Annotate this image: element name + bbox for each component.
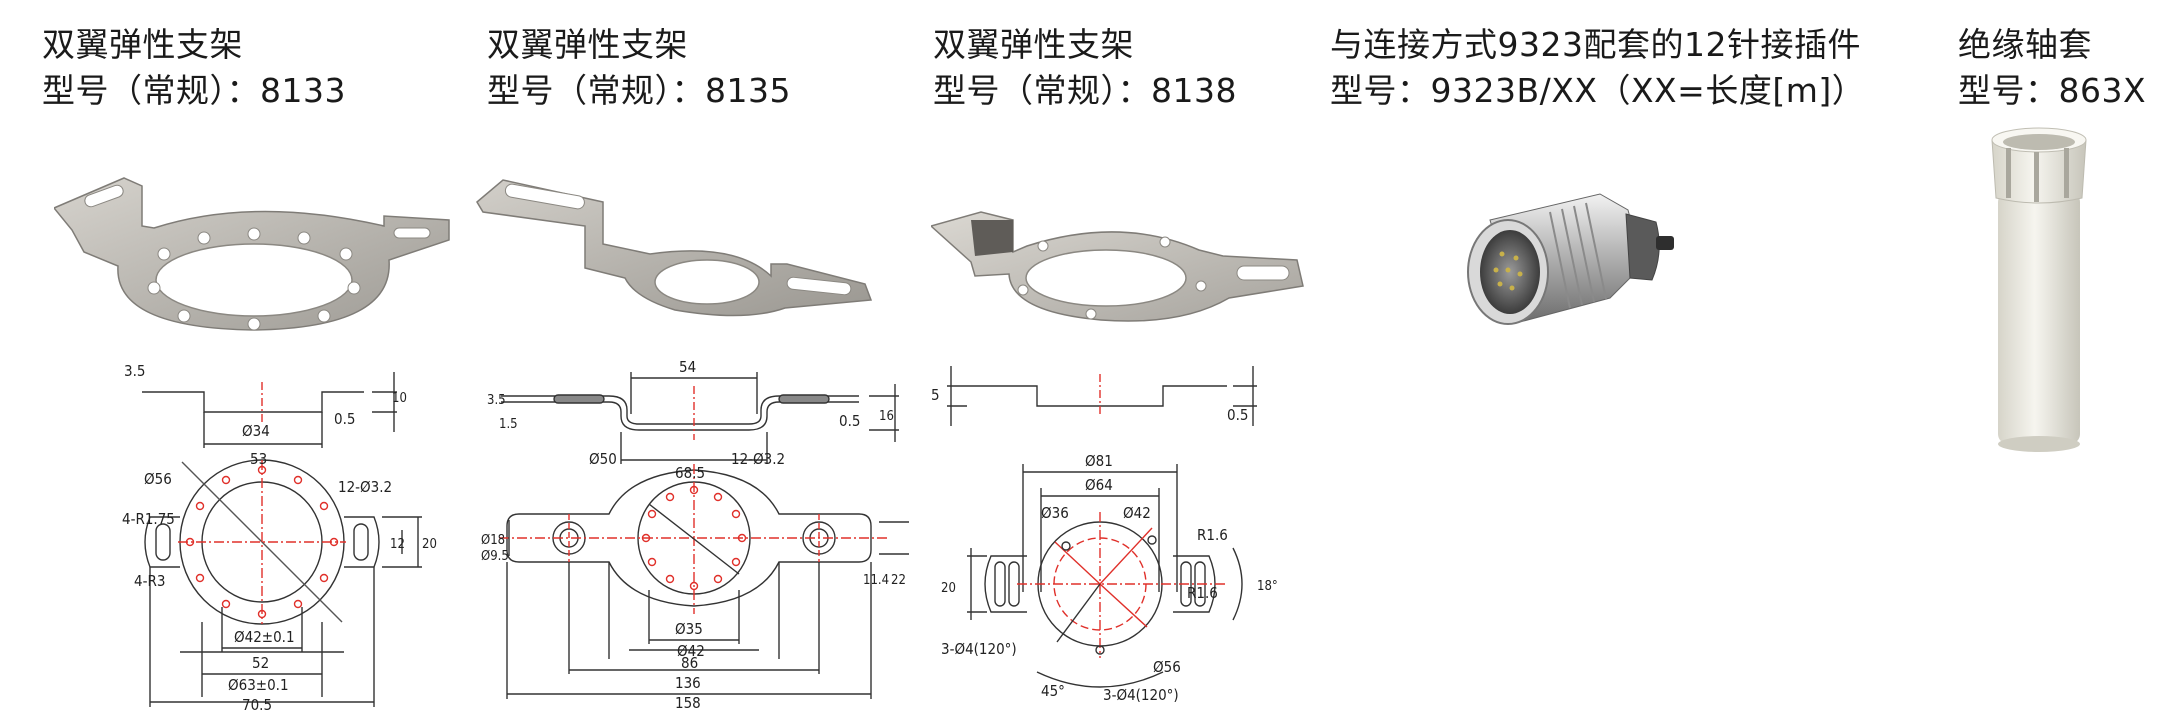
dim-label: 22 xyxy=(891,573,906,588)
bracket-8133-drawing: 3.5 10 0.5 Ø34 53 Ø56 12-Ø3.2 4-R1.75 12… xyxy=(122,362,437,712)
dim-label: Ø42±0.1 xyxy=(234,628,295,646)
product-model: 型号（常规）：8133 xyxy=(42,71,346,110)
connector-photo xyxy=(1467,193,1674,325)
dim-label: 12 xyxy=(390,537,405,552)
dim-label: 20 xyxy=(422,537,437,552)
dim-label: 3-Ø4(120°) xyxy=(941,640,1017,658)
dim-label: R1.6 xyxy=(1187,584,1218,602)
dim-label: 45° xyxy=(1041,682,1065,700)
product-model: 型号（常规）：8135 xyxy=(487,71,791,110)
bracket-8133-photo xyxy=(54,177,450,331)
dim-label: 86 xyxy=(681,654,698,672)
dim-label: Ø81 xyxy=(1085,452,1113,470)
product-name: 双翼弹性支架 xyxy=(933,25,1134,64)
product-name: 双翼弹性支架 xyxy=(487,25,688,64)
dim-label: Ø9.5 xyxy=(481,549,509,564)
dim-label: 11.4 xyxy=(863,573,889,588)
dim-label: 3.5 xyxy=(124,362,145,380)
product-model: 型号（常规）：8138 xyxy=(933,71,1237,110)
dim-label: Ø35 xyxy=(675,620,703,638)
dim-label: 0.5 xyxy=(1227,406,1248,424)
dim-label: 3.5 xyxy=(487,393,506,408)
dim-label: Ø63±0.1 xyxy=(228,676,289,694)
dim-label: Ø50 xyxy=(589,450,617,468)
product-name: 与连接方式9323配套的12针接插件 xyxy=(1330,25,1861,64)
product-model: 型号：9323B/XX（XX=长度[m]） xyxy=(1330,71,1866,110)
dim-label: 136 xyxy=(675,674,701,692)
dim-label: 10 xyxy=(392,391,407,406)
dim-label: 1.5 xyxy=(499,417,518,432)
product-title-block: 双翼弹性支架 型号（常规）：8138 xyxy=(933,22,1237,114)
dim-label: 0.5 xyxy=(334,410,355,428)
sleeve-photo xyxy=(1991,127,2087,452)
dim-label: 68.5 xyxy=(675,464,705,482)
dim-label: 16 xyxy=(879,409,894,424)
dim-label: 70.5 xyxy=(242,696,272,712)
dim-label: Ø64 xyxy=(1085,476,1113,494)
dim-label: 20 xyxy=(941,581,956,596)
dim-label: 5 xyxy=(931,386,940,404)
dim-label: 4-R1.75 xyxy=(122,510,175,528)
dim-label: Ø36 xyxy=(1041,504,1069,522)
dim-label: R1.6 xyxy=(1197,526,1228,544)
bracket-8135-photo xyxy=(476,179,873,317)
bracket-8138-photo xyxy=(931,211,1304,322)
product-title-block: 与连接方式9323配套的12针接插件 型号：9323B/XX（XX=长度[m]） xyxy=(1330,22,1865,114)
dim-label: Ø42 xyxy=(1123,504,1151,522)
bracket-8138-drawing: 5 0.5 Ø81 Ø64 Ø36 Ø42 R1.6 20 18° R1.6 3… xyxy=(931,366,1278,704)
product-name: 双翼弹性支架 xyxy=(42,25,243,64)
dim-label: 12-Ø3.2 xyxy=(338,478,392,496)
product-name: 绝缘轴套 xyxy=(1958,25,2092,64)
dim-label: 53 xyxy=(250,450,267,468)
dim-label: 18° xyxy=(1257,579,1278,594)
bracket-8135-drawing: 54 3.5 1.5 0.5 16 68.5 Ø50 12-Ø3.2 Ø18 Ø… xyxy=(481,358,909,712)
dim-label: 158 xyxy=(675,694,701,712)
product-title-block: 双翼弹性支架 型号（常规）：8133 xyxy=(42,22,346,114)
dim-label: Ø18 xyxy=(481,533,505,548)
product-title-block: 绝缘轴套 型号：863X xyxy=(1958,22,2146,114)
dim-label: Ø56 xyxy=(1153,658,1181,676)
product-title-block: 双翼弹性支架 型号（常规）：8135 xyxy=(487,22,791,114)
dim-label: Ø42 xyxy=(677,642,705,660)
product-model: 型号：863X xyxy=(1958,71,2147,110)
dim-label: 0.5 xyxy=(839,412,860,430)
dim-label: 12-Ø3.2 xyxy=(731,450,785,468)
dim-label: 52 xyxy=(252,654,269,672)
dim-label: 54 xyxy=(679,358,696,376)
dim-label: 4-R3 xyxy=(134,572,165,590)
dim-label: Ø34 xyxy=(242,422,270,440)
dim-label: 3-Ø4(120°) xyxy=(1103,686,1179,704)
dim-label: Ø56 xyxy=(144,470,172,488)
